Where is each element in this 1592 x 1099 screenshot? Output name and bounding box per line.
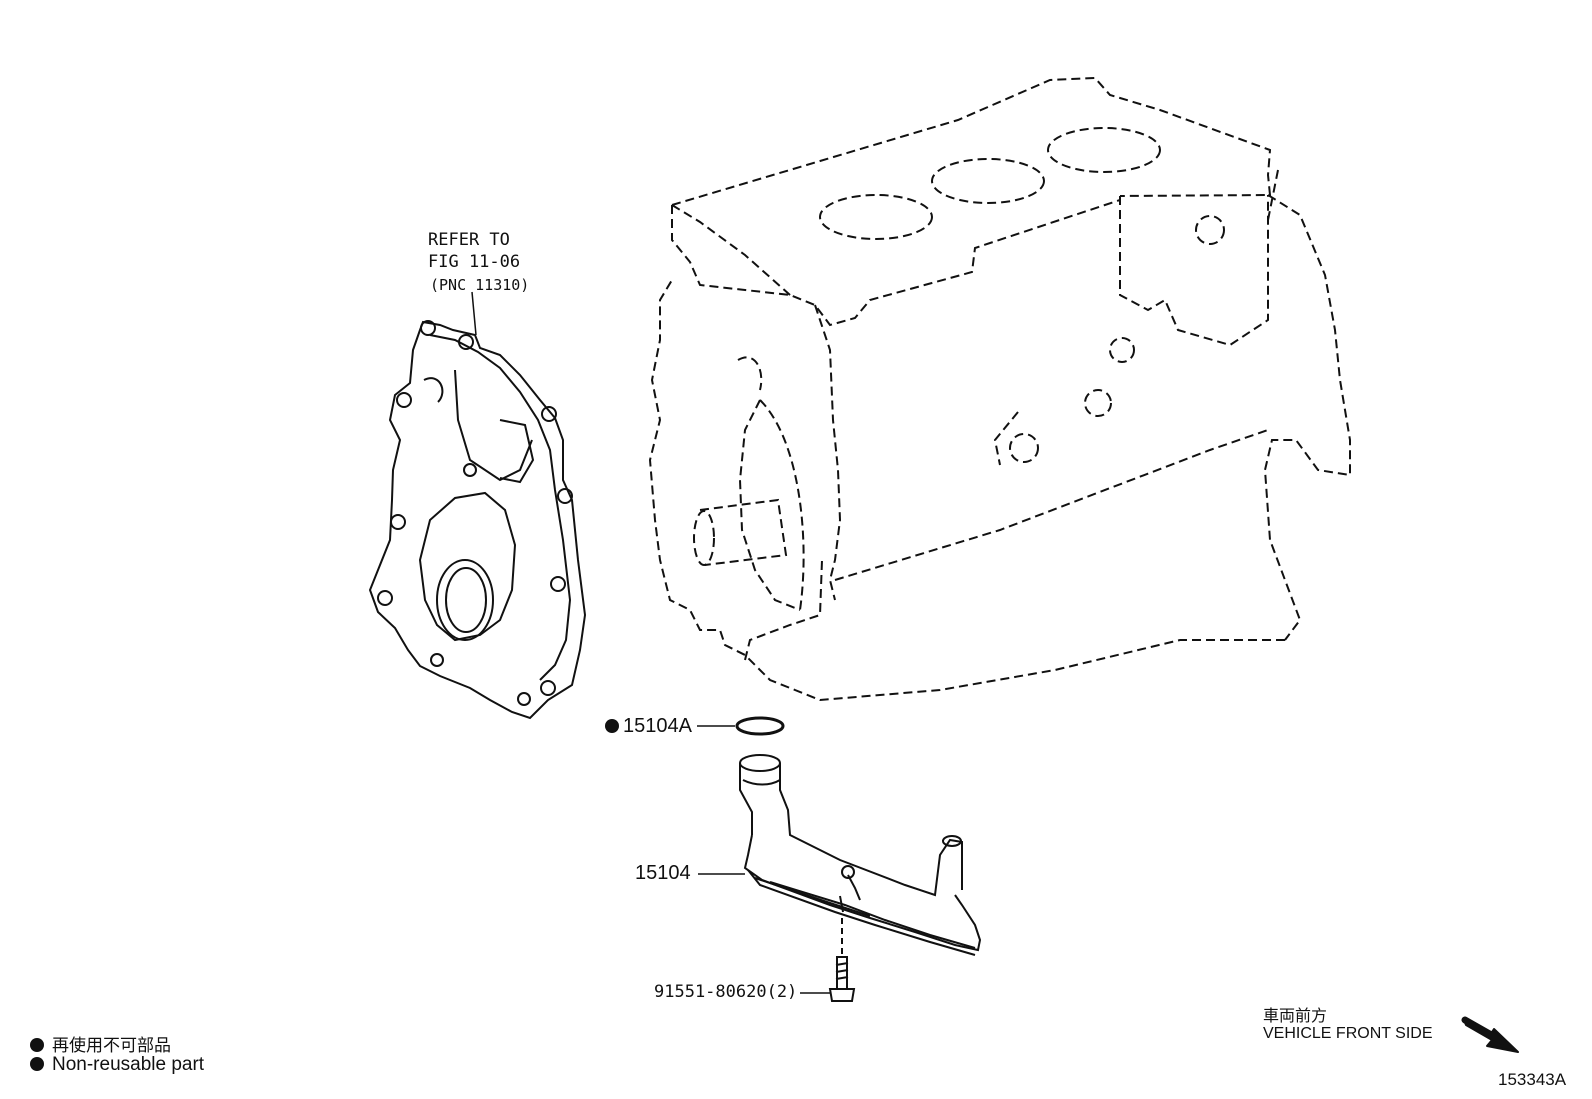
part-label-bolt[interactable]: 91551-80620(2) xyxy=(654,982,798,1002)
part-label-15104[interactable]: 15104 xyxy=(635,862,691,884)
engine-block-outline xyxy=(648,76,1351,702)
bolt-shape xyxy=(828,918,856,1002)
part-label-15104a[interactable]: 15104A xyxy=(605,715,692,738)
arrow-down-right-icon xyxy=(1461,1016,1519,1053)
legend-en-text: Non-reusable part xyxy=(52,1054,205,1075)
timing-cover xyxy=(368,320,587,720)
legend-dot-icon xyxy=(30,1038,44,1052)
refer-leader xyxy=(471,291,477,336)
refer-line-1: REFER TO xyxy=(428,230,510,250)
legend-en: Non-reusable part xyxy=(30,1054,204,1076)
illustration-code: 153343A xyxy=(1498,1070,1567,1089)
front-side-en: VEHICLE FRONT SIDE xyxy=(1263,1025,1433,1042)
non-reusable-dot-icon xyxy=(605,719,619,733)
oring-shape xyxy=(735,716,785,736)
oil-strainer xyxy=(739,754,982,956)
refer-line-3: (PNC 11310) xyxy=(430,276,530,294)
refer-line-2: FIG 11-06 xyxy=(428,252,521,272)
legend-dot-icon xyxy=(30,1057,44,1071)
legend-jp: 再使用不可部品 xyxy=(30,1031,171,1056)
front-side-jp: 車両前方 xyxy=(1263,1008,1328,1025)
part-number-oring[interactable]: 15104A xyxy=(623,715,692,737)
legend-jp-text: 再使用不可部品 xyxy=(52,1036,171,1055)
